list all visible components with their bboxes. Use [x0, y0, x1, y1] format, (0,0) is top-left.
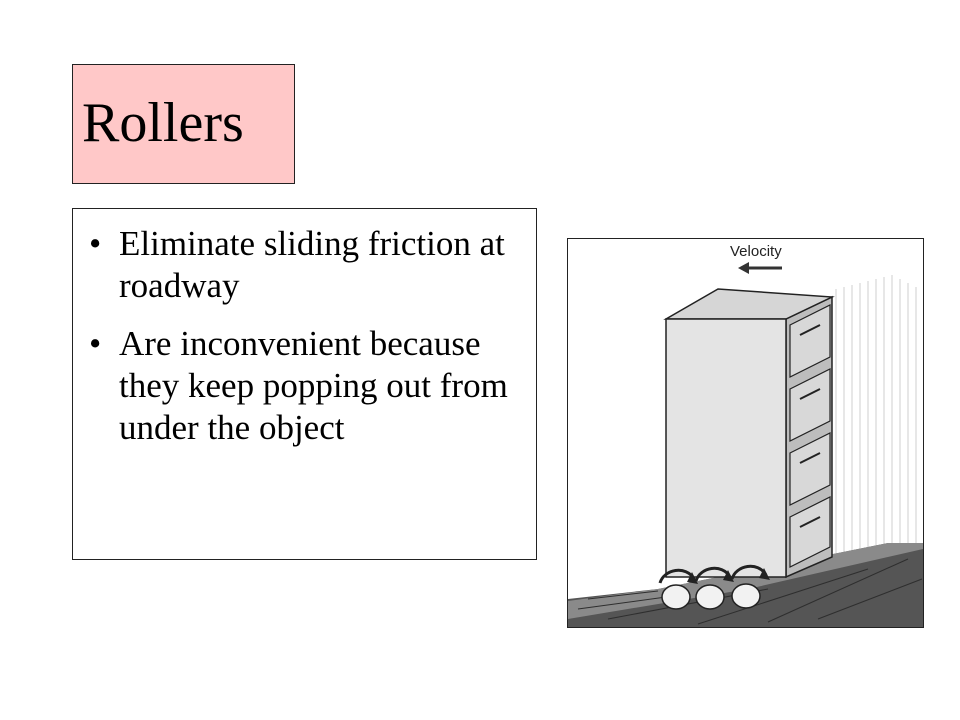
bullet-item: • Eliminate sliding friction at roadway — [85, 223, 530, 307]
slide-title: Rollers — [82, 92, 244, 154]
bullet-item: • Are inconvenient because they keep pop… — [85, 323, 530, 449]
bullet-dot-icon: • — [89, 324, 102, 363]
bullet-dot-icon: • — [89, 224, 102, 263]
bullet-content-box: • Eliminate sliding friction at roadway … — [72, 208, 537, 560]
bullet-list: • Eliminate sliding friction at roadway … — [85, 223, 530, 465]
rollers-figure: Velocity — [567, 238, 924, 628]
filing-cabinet-illustration: Velocity — [568, 243, 923, 627]
title-box: Rollers — [72, 64, 295, 184]
bullet-text: Are inconvenient because they keep poppi… — [119, 324, 508, 447]
roller-icon — [658, 564, 770, 610]
velocity-label: Velocity — [730, 243, 782, 260]
velocity-arrow-icon — [738, 262, 782, 274]
bullet-text: Eliminate sliding friction at roadway — [119, 224, 505, 305]
